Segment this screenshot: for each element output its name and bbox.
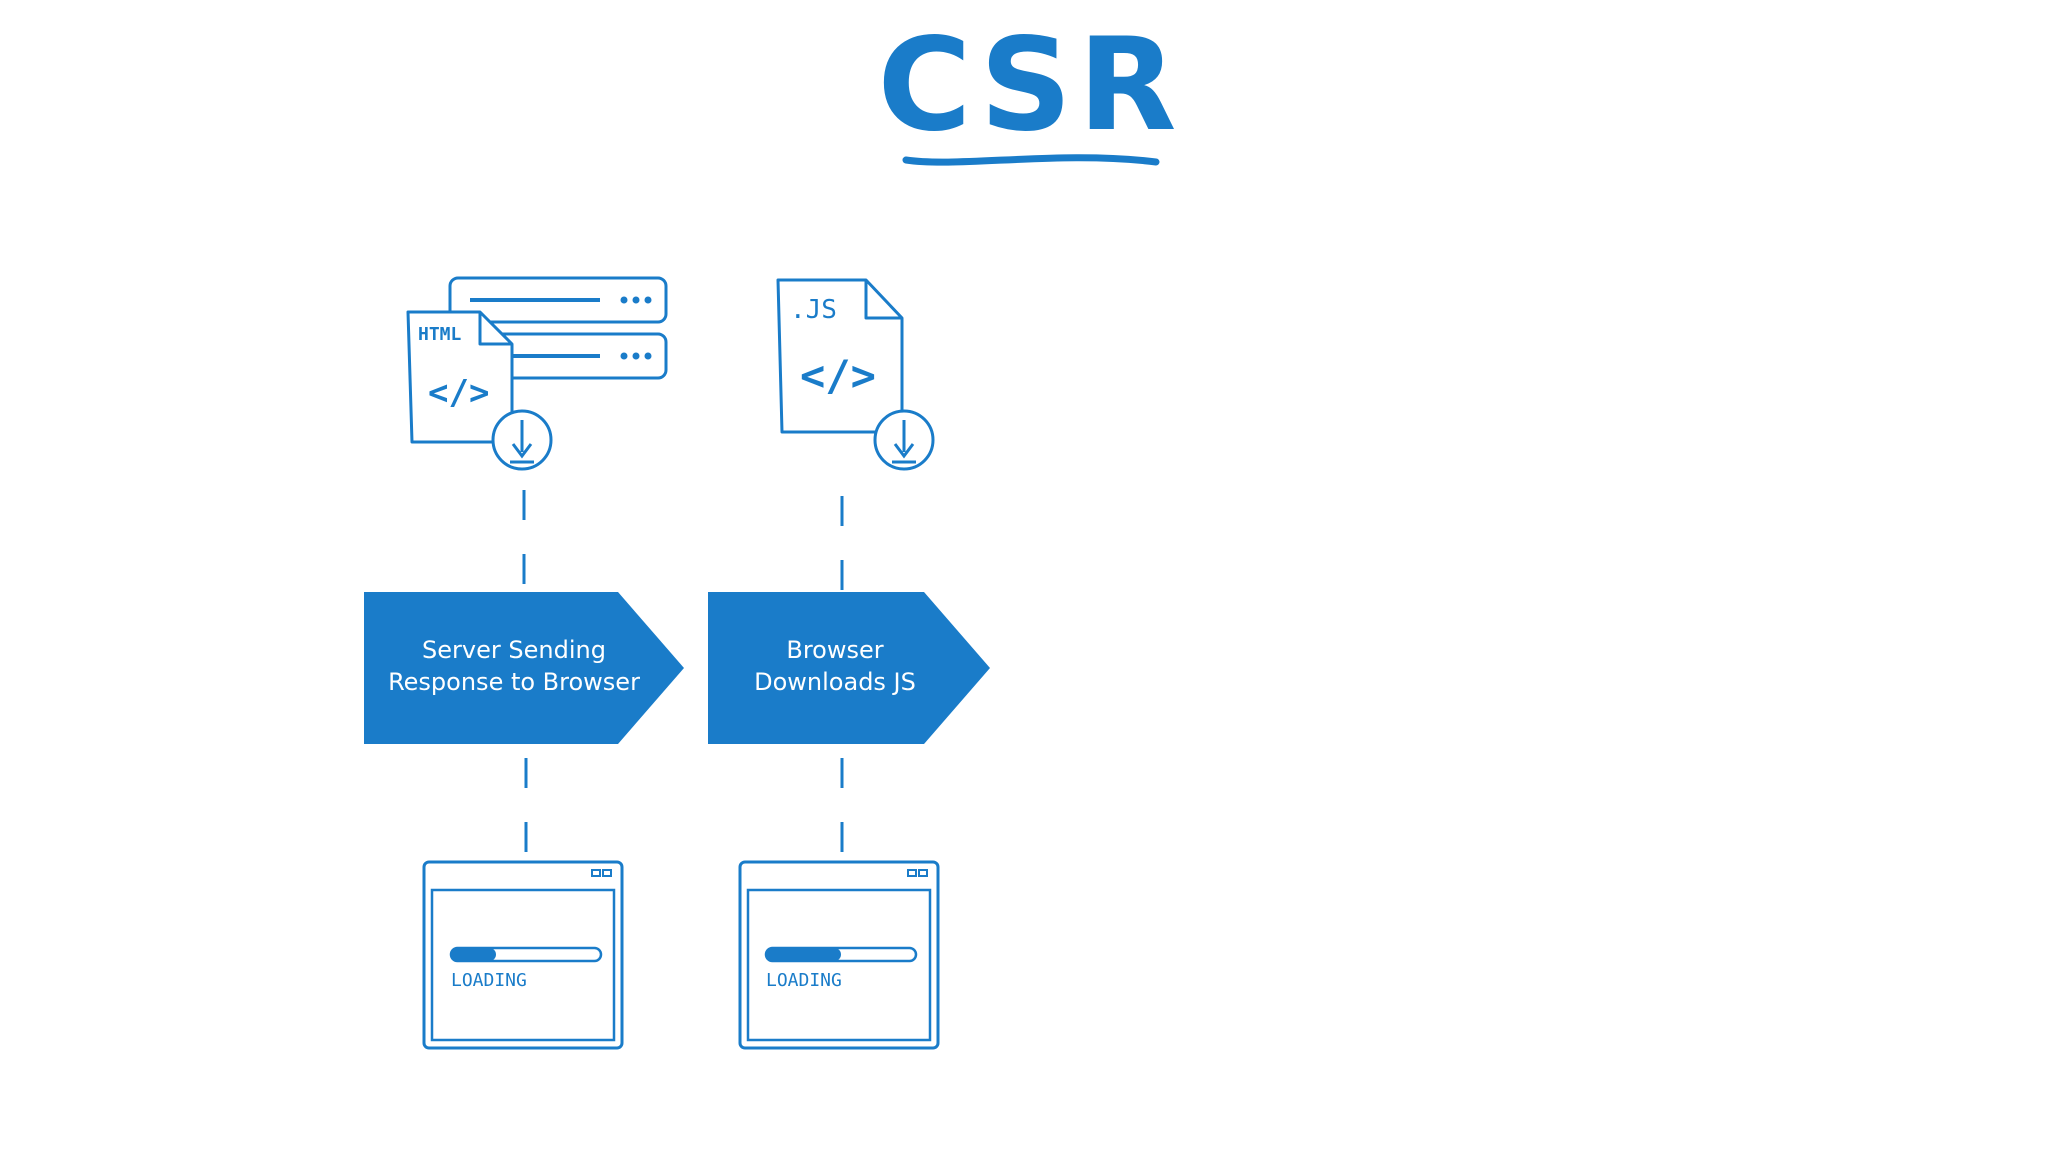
html-file-icon: HTML </> — [406, 310, 514, 444]
browser-window: LOADING — [422, 860, 624, 1050]
diagram-title: CSR — [877, 11, 1183, 160]
dashed-connectors — [522, 490, 844, 852]
progress-fill — [766, 948, 841, 961]
code-icon: </> — [800, 351, 876, 400]
js-file-icon: .JS </> — [776, 278, 904, 434]
step-label: Browser Downloads JS — [754, 636, 916, 696]
browser-window: LOADING — [738, 860, 940, 1050]
step-arrow — [708, 592, 990, 744]
file-label: .JS — [790, 295, 837, 325]
progress-fill — [451, 948, 496, 961]
step-label: Server Sending Response to Browser — [388, 636, 640, 696]
loading-label: LOADING — [451, 970, 527, 991]
loading-label: LOADING — [766, 970, 842, 991]
file-label: HTML — [418, 324, 462, 345]
step-arrow — [364, 592, 684, 744]
title-underline — [902, 154, 1160, 166]
code-icon: </> — [428, 373, 489, 413]
download-icon — [491, 409, 553, 471]
download-icon — [873, 409, 935, 471]
